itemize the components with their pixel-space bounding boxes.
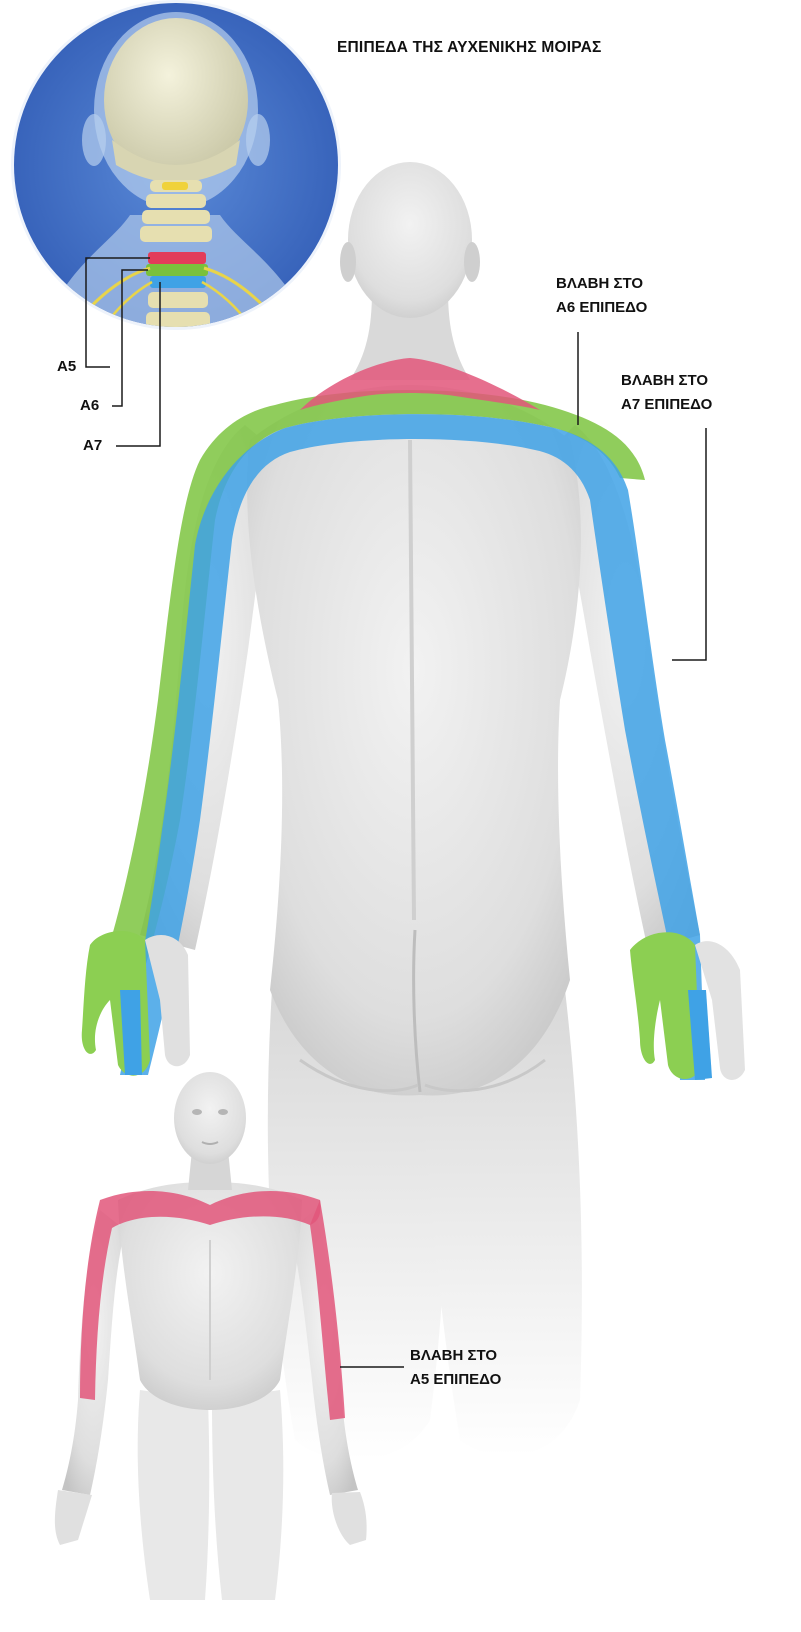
diagram-title: ΕΠΙΠΕΔΑ ΤΗΣ ΑΥΧΕΝΙΚΗΣ ΜΟΙΡΑΣ xyxy=(337,36,602,60)
back-head xyxy=(348,162,472,318)
callout-a5: ΒΛΑΒΗ ΣΤΟ A5 ΕΠΙΠΕΔΟ xyxy=(410,1344,501,1392)
inset-vertebra-c2 xyxy=(162,182,188,190)
front-head xyxy=(174,1072,246,1164)
inset-vertebra-c4b xyxy=(140,226,212,242)
front-right-leg xyxy=(212,1390,283,1600)
callout-a7-line1: ΒΛΑΒΗ ΣΤΟ xyxy=(621,369,712,393)
back-right-ear xyxy=(464,242,480,282)
callout-a7-line2: A7 ΕΠΙΠΕΔΟ xyxy=(621,393,712,417)
callout-a6-line2: A6 ΕΠΙΠΕΔΟ xyxy=(556,296,647,320)
callout-a5-line1: ΒΛΑΒΗ ΣΤΟ xyxy=(410,1344,501,1368)
inset-cervical-spine xyxy=(11,0,341,446)
inset-vertebra-c3 xyxy=(146,194,206,208)
inset-vertebra-t1 xyxy=(148,292,208,308)
callout-a6-line1: ΒΛΑΒΗ ΣΤΟ xyxy=(556,272,647,296)
callout-a6: ΒΛΑΒΗ ΣΤΟ A6 ΕΠΙΠΕΔΟ xyxy=(556,272,647,320)
label-a7: A7 xyxy=(83,434,102,458)
inset-level-a5 xyxy=(148,252,206,264)
inset-level-a7 xyxy=(150,276,206,288)
back-left-ear xyxy=(340,242,356,282)
callout-a5-line2: A5 ΕΠΙΠΕΔΟ xyxy=(410,1368,501,1392)
front-right-eye xyxy=(218,1109,228,1115)
front-right-hand xyxy=(332,1492,367,1545)
inset-left-ear xyxy=(82,114,106,166)
front-left-leg xyxy=(138,1390,210,1600)
front-left-eye xyxy=(192,1109,202,1115)
front-left-hand xyxy=(55,1490,92,1545)
inset-level-a6 xyxy=(146,264,208,276)
callout-a7: ΒΛΑΒΗ ΣΤΟ A7 ΕΠΙΠΕΔΟ xyxy=(621,369,712,417)
inset-vertebra-c4 xyxy=(142,210,210,224)
label-a6: A6 xyxy=(80,394,99,418)
leader-callout-a7 xyxy=(672,428,706,660)
inset-right-ear xyxy=(246,114,270,166)
label-a5: A5 xyxy=(57,355,76,379)
